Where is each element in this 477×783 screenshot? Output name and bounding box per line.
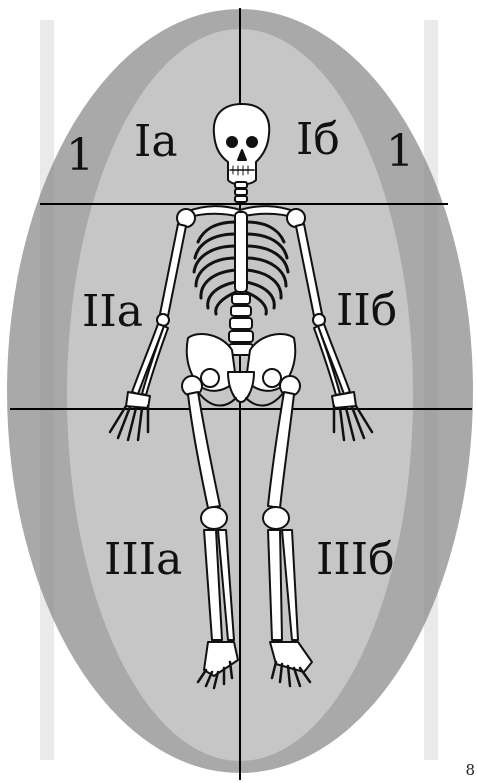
- zone-label-IIa: IIа: [82, 286, 143, 337]
- zone-label-IIIb: IIIб: [316, 534, 395, 585]
- zone-label-IIIa: IIIа: [104, 534, 182, 585]
- zone-label-Ib: Iб: [296, 114, 340, 165]
- zone-label-Ia: Iа: [134, 116, 178, 167]
- sternum: [235, 212, 247, 292]
- zone-label-IIb: IIб: [336, 285, 397, 336]
- page-number: 8: [465, 761, 475, 779]
- cervical-spine: [235, 182, 247, 202]
- side-label-left: 1: [66, 130, 94, 181]
- lumbar-spine: [229, 294, 253, 355]
- side-label-right: 1: [386, 126, 414, 177]
